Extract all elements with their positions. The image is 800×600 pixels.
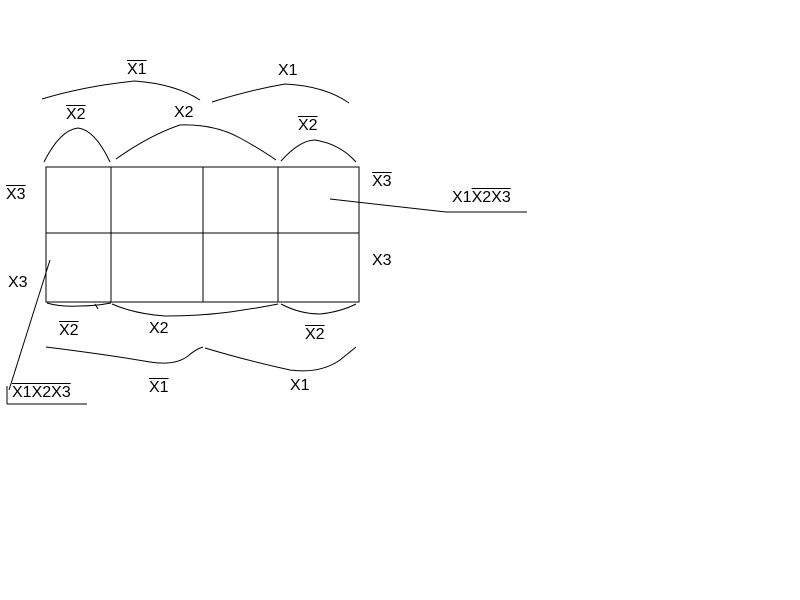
callout-right-leader [329,198,447,213]
brace-top-x1 [211,83,350,104]
brace-bottom-x1 [204,346,357,372]
label-top-x1: X1 [278,62,298,79]
label-bottom-x2: X2 [149,320,169,337]
brace-top-x2-not-right [280,139,357,163]
label-bottom-x1: X1 [290,377,310,394]
label-top-x2-not-right: X2 [298,117,318,134]
label-left-x3-not: X3 [6,186,26,203]
brace-bottom-x2-not-left-tick [94,303,99,310]
brace-bottom-x2 [111,303,279,317]
brace-bottom-x2-not-right [280,303,357,315]
brace-bottom-x2-not-left [46,302,112,307]
label-bottom-x2-not-right: X2 [305,326,325,343]
label-top-x2-not-left: X2 [66,106,86,123]
brace-top-x1-not [41,80,201,101]
label-bottom-x1-not: X1 [149,379,169,396]
callout-left-leader [8,259,51,391]
label-right-x3-not: X3 [372,173,392,190]
callout-right-term: X1X2X3 [452,189,511,207]
callout-left-term: X1X2X3 [12,384,71,401]
callout-right-plain: X1 [452,189,472,206]
brace-bottom-x1-not [45,346,204,364]
label-left-x3: X3 [8,274,28,291]
brace-top-x2 [115,124,277,161]
brace-top-x2-not-left [43,127,111,163]
callout-right-negated: X2X3 [471,189,511,206]
label-right-x3: X3 [372,252,392,269]
label-top-x1-not: X1 [127,61,147,78]
label-top-x2: X2 [174,104,194,121]
label-bottom-x2-not-left: X2 [59,322,79,339]
